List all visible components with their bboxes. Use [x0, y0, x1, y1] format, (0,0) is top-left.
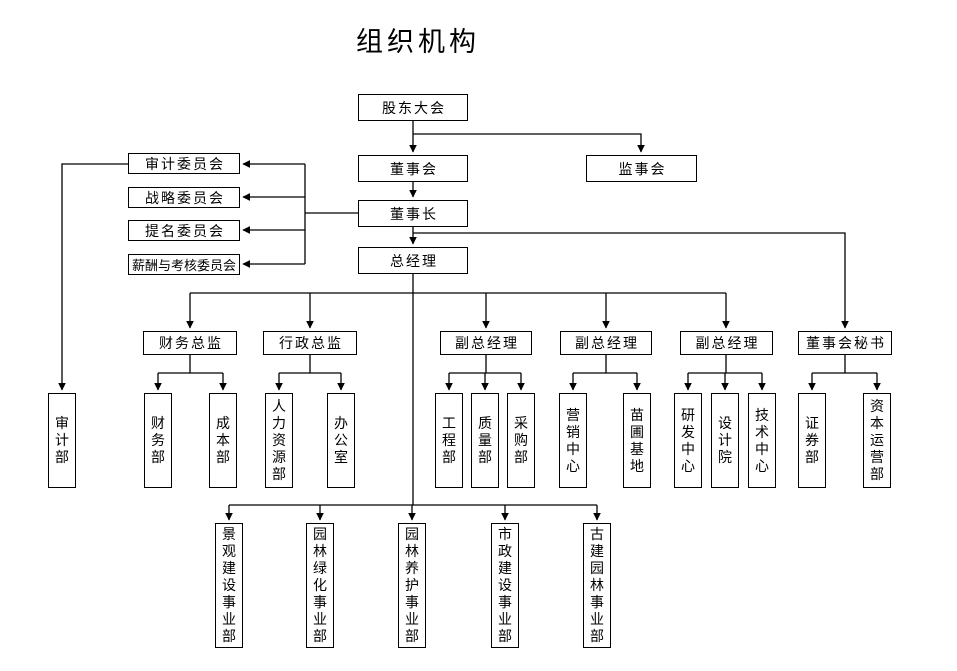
node-general-manager: 总经理	[358, 247, 468, 274]
page-title: 组织机构	[356, 27, 480, 57]
node-finance-dept: 财务部	[144, 393, 172, 488]
node-garden-maintenance-division: 园林养护事业部	[398, 523, 426, 648]
node-rnd-center: 研发中心	[674, 393, 702, 488]
node-office: 办公室	[327, 393, 355, 488]
node-ancient-garden-division: 古建园林事业部	[583, 523, 611, 648]
node-chairman: 董事长	[358, 200, 468, 227]
node-audit-committee: 审计委员会	[128, 153, 240, 174]
node-procurement-dept: 采购部	[507, 393, 535, 488]
node-securities-dept: 证券部	[798, 393, 826, 488]
node-design-institute: 设计院	[711, 393, 739, 488]
node-nursery-base: 苗圃基地	[623, 393, 651, 488]
node-admin-director: 行政总监	[263, 331, 357, 355]
node-deputy-gm-3: 副总经理	[680, 331, 773, 355]
node-finance-director: 财务总监	[143, 331, 237, 355]
node-technology-center: 技术中心	[748, 393, 776, 488]
node-cost-dept: 成本部	[209, 393, 237, 488]
node-board-secretary: 董事会秘书	[798, 331, 892, 355]
node-quality-dept: 质量部	[471, 393, 499, 488]
node-audit-dept: 审计部	[48, 393, 76, 488]
node-board-of-directors: 董事会	[358, 155, 468, 182]
node-garden-greening-division: 园林绿化事业部	[306, 523, 334, 648]
node-capital-operations-dept: 资本运营部	[863, 393, 891, 488]
node-nomination-committee: 提名委员会	[128, 220, 240, 241]
node-deputy-gm-1: 副总经理	[440, 331, 532, 355]
node-engineering-dept: 工程部	[435, 393, 463, 488]
node-municipal-construction-division: 市政建设事业部	[491, 523, 519, 648]
node-strategy-committee: 战略委员会	[128, 187, 240, 208]
node-supervisory-board: 监事会	[586, 155, 697, 182]
node-deputy-gm-2: 副总经理	[560, 331, 652, 355]
node-marketing-center: 营销中心	[559, 393, 587, 488]
node-landscape-construction-division: 景观建设事业部	[215, 523, 243, 648]
node-hr-dept: 人力资源部	[265, 393, 293, 488]
node-compensation-committee: 薪酬与考核委员会	[128, 254, 240, 275]
node-shareholders-meeting: 股东大会	[358, 94, 468, 121]
